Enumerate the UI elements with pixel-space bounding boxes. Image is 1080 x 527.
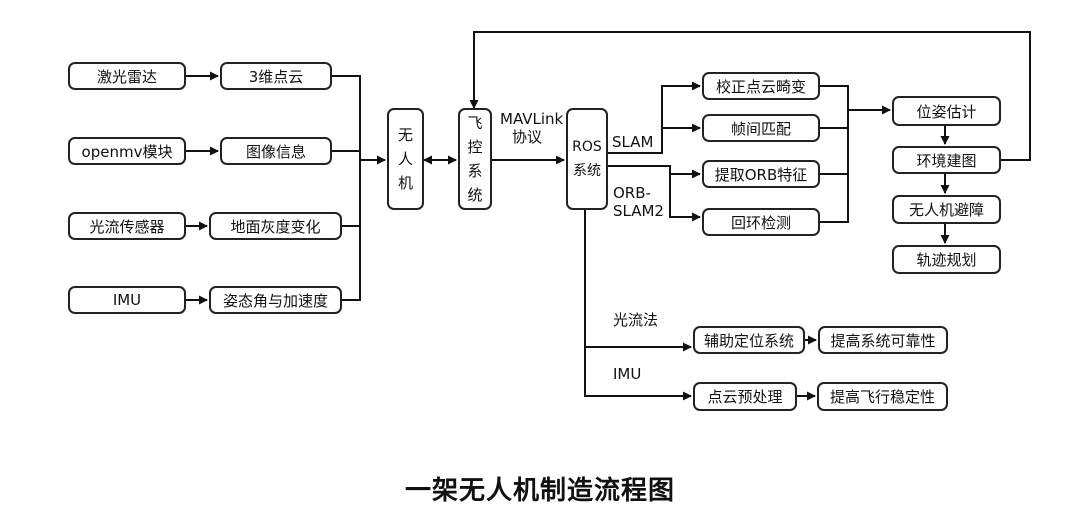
flight-control-label: 飞控系统 [467, 114, 483, 204]
obstacle-avoidance: 无人机避障 [892, 195, 1001, 224]
orb-slam-line-1: ORB- [613, 184, 651, 202]
sensor-optical-flow: 光流传感器 [68, 212, 186, 240]
output-attitude-accel: 姿态角与加速度 [209, 286, 342, 314]
aux-positioning: 辅助定位系统 [693, 326, 805, 354]
uav-label: 无人机 [397, 126, 413, 192]
environment-mapping: 环境建图 [892, 146, 1001, 174]
sensor-lidar: 激光雷达 [68, 62, 186, 90]
slam-step-orb-features: 提取ORB特征 [702, 160, 820, 188]
orb-slam-label: ORB- SLAM2 [613, 184, 664, 220]
mavlink-line-1: MAVLink [500, 110, 564, 128]
pose-estimation: 位姿估计 [892, 96, 1001, 126]
imu-label: IMU [613, 365, 642, 383]
sensor-openmv: openmv模块 [68, 137, 186, 165]
uav-box: 无人机 [387, 108, 424, 210]
mavlink-line-2: 协议 [512, 128, 543, 146]
mavlink-label: MAVLink 协议 [500, 110, 563, 146]
ros-box: ROS系统 [566, 108, 608, 210]
point-cloud-preprocess: 点云预处理 [693, 382, 797, 411]
improve-reliability: 提高系统可靠性 [818, 326, 948, 354]
improve-flight-stability: 提高飞行稳定性 [817, 382, 948, 411]
output-image-info: 图像信息 [220, 137, 332, 165]
orb-slam-line-2: SLAM2 [613, 202, 664, 220]
optical-flow-label: 光流法 [613, 311, 659, 329]
output-ground-gray: 地面灰度变化 [209, 212, 342, 240]
output-point-cloud: 3维点云 [220, 62, 332, 90]
trajectory-planning: 轨迹规划 [892, 245, 1001, 274]
slam-label: SLAM [612, 133, 654, 151]
slam-step-frame-matching: 帧间匹配 [702, 114, 820, 142]
diagram-caption: 一架无人机制造流程图 [404, 476, 675, 506]
ros-label: ROS系统 [572, 139, 602, 179]
slam-step-loop-closure: 回环检测 [702, 208, 820, 236]
flight-control-box: 飞控系统 [458, 108, 492, 210]
slam-step-undistort: 校正点云畸变 [702, 72, 820, 100]
sensor-imu: IMU [68, 286, 186, 314]
